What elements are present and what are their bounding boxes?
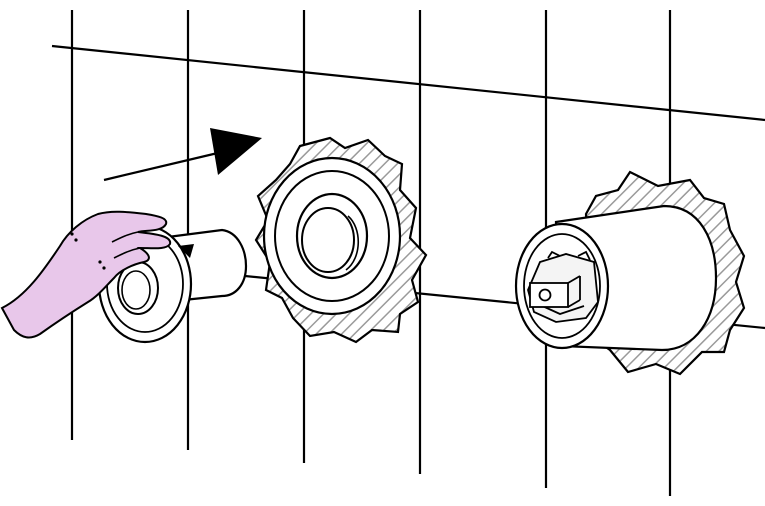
valve-cartridge <box>527 250 599 323</box>
arrow-icon <box>103 128 262 182</box>
trim-sleeve-assembly <box>97 224 248 344</box>
hand-icon <box>0 210 172 339</box>
trim-ring-bore-inner <box>121 270 151 310</box>
flange-bore <box>301 207 355 273</box>
valve-body-in-wall <box>514 170 746 376</box>
tile-line-h-top <box>51 44 765 122</box>
hand-shape <box>0 210 172 339</box>
valve-stem-hole <box>538 288 552 302</box>
small-arrow-icon <box>178 244 194 258</box>
rough-opening-flange <box>254 136 428 344</box>
